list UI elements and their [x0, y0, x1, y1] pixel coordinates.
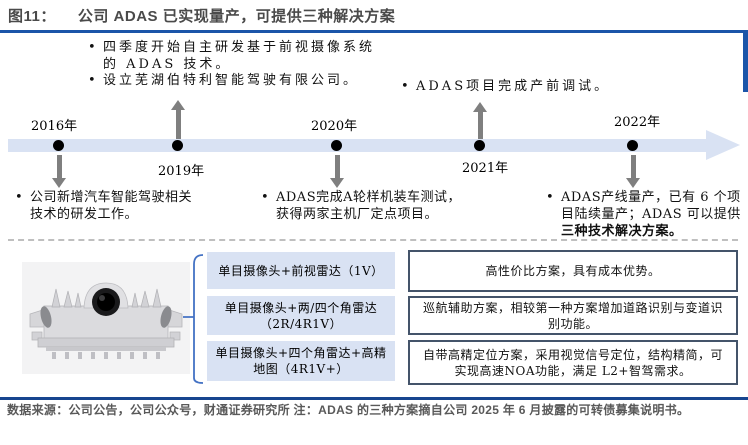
- year-label-2021: 2021年: [462, 161, 509, 176]
- note-2016: 公司新增汽车智能驾驶相关技术的研发工作。: [12, 189, 197, 223]
- connector-arrow-up-2021: [473, 102, 487, 139]
- connector-arrow-down-2016: [52, 155, 66, 188]
- figure-number: 图11：: [8, 8, 56, 25]
- note-2022-text: ADAS产线量产，已有 6 个项目陆续量产；ADAS 可以提供: [561, 190, 741, 222]
- arrowhead-down-icon: [626, 178, 640, 188]
- note-2021: ADAS项目完成产前调试。: [398, 79, 683, 96]
- timeline-dot-2016: [53, 140, 64, 151]
- connector-arrow-up-2019: [171, 100, 185, 139]
- note-2020: ADAS完成A轮样机装车测试，获得两家主机厂定点项目。: [258, 189, 470, 223]
- timeline-dot-2021: [474, 140, 485, 151]
- right-edge-accent-bar: [743, 33, 748, 92]
- note-2022: ADAS产线量产，已有 6 个项目陆续量产；ADAS 可以提供三种技术解决方案。: [543, 189, 745, 240]
- note-2020-bullet-1: ADAS完成A轮样机装车测试，获得两家主机厂定点项目。: [258, 189, 470, 223]
- brace-connector: [183, 254, 204, 384]
- timeline-dot-2019: [172, 140, 183, 151]
- timeline-arrowhead: [706, 130, 740, 160]
- figure-title: 图11： 公司 ADAS 已实现量产，可提供三种解决方案: [8, 5, 395, 26]
- timeline-dot-2022: [627, 140, 638, 151]
- year-label-2020: 2020年: [311, 119, 358, 134]
- year-label-2022: 2022年: [614, 115, 661, 130]
- solution-desc-box-2: 巡航辅助方案，相较第一种方案增加道路识别与变道识别功能。: [408, 296, 738, 335]
- connector-arrow-down-2020: [330, 155, 344, 188]
- solution-desc-box-3: 自带高精定位方案，采用视觉信号定位，结构精简，可实现高速NOA功能，满足 L2+…: [408, 340, 738, 385]
- footer-text: 数据来源：公司公告，公司公众号，财通证券研究所 注：ADAS 的三种方案摘自公司…: [7, 402, 747, 420]
- footer-note-text: 注：ADAS 的三种方案摘自公司 2025 年 6 月披露的可转债募集说明书。: [293, 403, 690, 417]
- timeline-band: [8, 139, 708, 152]
- year-label-2016: 2016年: [31, 119, 78, 134]
- title-underline: [0, 30, 748, 33]
- note-2019-bullet-2: 设立芜湖伯特利智能驾驶有限公司。: [85, 73, 377, 90]
- arrowhead-up-icon: [171, 100, 185, 110]
- solution-box-3: 单目摄像头+四个角雷达+高精地图（4R1V+）: [207, 341, 395, 381]
- dashed-divider: [8, 239, 738, 241]
- timeline-dot-2020: [331, 140, 342, 151]
- footer-rule: [0, 397, 748, 400]
- solution-desc-box-1: 高性价比方案，具有成本优势。: [408, 250, 738, 292]
- solution-box-1: 单目摄像头+前视雷达（1V）: [207, 252, 395, 289]
- adas-camera-module-image: [22, 262, 190, 374]
- note-2016-bullet-1: 公司新增汽车智能驾驶相关技术的研发工作。: [12, 189, 197, 223]
- year-label-2019: 2019年: [158, 164, 205, 179]
- data-source-text: 数据来源：公司公告，公司公众号，财通证券研究所: [7, 403, 290, 417]
- note-2022-bold-text: 三种技术解决方案。: [561, 224, 683, 239]
- arrowhead-down-icon: [330, 178, 344, 188]
- figure-title-text: 公司 ADAS 已实现量产，可提供三种解决方案: [77, 8, 396, 25]
- arrowhead-down-icon: [52, 178, 66, 188]
- arrowhead-up-icon: [473, 102, 487, 112]
- solution-box-2: 单目摄像头+两/四个角雷达（2R/4R1V）: [207, 296, 395, 335]
- note-2021-bullet-1: ADAS项目完成产前调试。: [398, 79, 683, 96]
- note-2022-bullet-1: ADAS产线量产，已有 6 个项目陆续量产；ADAS 可以提供三种技术解决方案。: [543, 189, 745, 240]
- connector-arrow-down-2022: [626, 155, 640, 188]
- note-2019-bullet-1: 四季度开始自主研发基于前视摄像系统的 ADAS 技术。: [85, 40, 377, 73]
- note-2019: 四季度开始自主研发基于前视摄像系统的 ADAS 技术。 设立芜湖伯特利智能驾驶有…: [85, 40, 377, 90]
